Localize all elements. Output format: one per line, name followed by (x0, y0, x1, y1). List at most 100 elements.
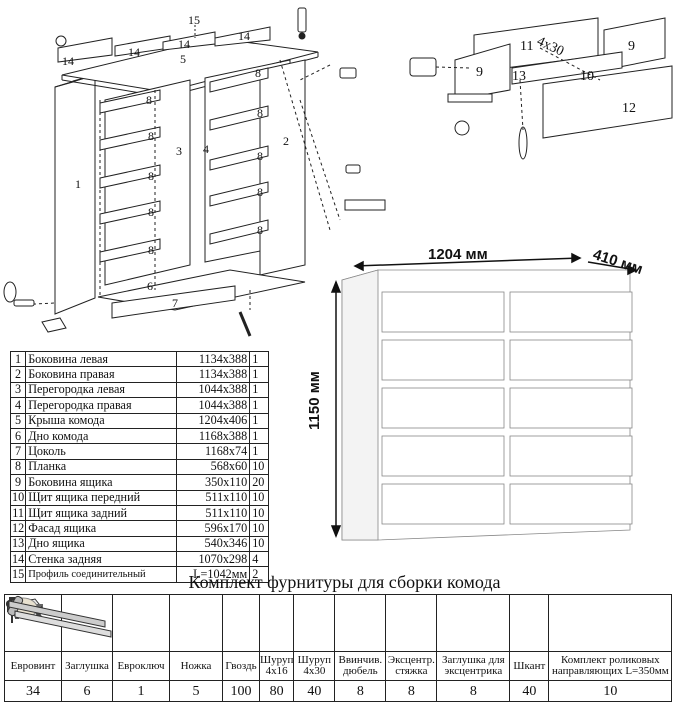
kit-item-qty: 40 (293, 680, 336, 702)
kit-title: Комплект фурнитуры для сборки комода (188, 572, 501, 592)
parts-cell-n: 6 (9, 427, 27, 445)
callout-3: 3 (176, 144, 182, 158)
dim-width: 1204 мм (428, 246, 488, 263)
parts-cell-name: Дно ящика (25, 535, 178, 553)
parts-cell-name: Щит ящика задний (25, 504, 178, 522)
kit-item-icon-cell (8, 594, 260, 652)
svg-text:8: 8 (257, 223, 263, 237)
svg-text:14: 14 (178, 37, 190, 51)
parts-cell-size: 596x170 (176, 520, 251, 537)
parts-cell-qty: 10 (249, 535, 270, 553)
kit-item-qty: 5 (169, 680, 223, 702)
parts-cell-n: 12 (9, 520, 27, 537)
svg-text:8: 8 (257, 185, 263, 199)
parts-cell-n: 13 (9, 535, 27, 553)
parts-cell-size: 1044x388 (176, 381, 251, 399)
kit-item-icon-cell (8, 594, 387, 652)
kit-item-label: Евроключ (112, 651, 170, 681)
parts-cell-name: Перегородка правая (25, 397, 178, 414)
kit-item-label: Заглушка (61, 651, 113, 681)
callout-5: 5 (180, 52, 186, 66)
parts-cell-n: 5 (9, 412, 27, 429)
svg-text:8: 8 (257, 149, 263, 163)
parts-cell-qty: 10 (249, 489, 270, 506)
parts-cell-size: 511x110 (176, 504, 251, 522)
kit-item-qty: 80 (258, 680, 295, 702)
parts-cell-qty: 2 (249, 566, 270, 583)
kit-item-icon-cell (8, 594, 673, 652)
parts-cell-n: 4 (9, 397, 27, 414)
parts-cell-qty: 20 (249, 474, 270, 491)
kit-item-qty: 8 (385, 680, 438, 702)
parts-cell-n: 15 (9, 566, 27, 583)
parts-cell-qty: 1 (249, 366, 270, 383)
drawer-front (509, 387, 633, 429)
parts-cell-size: 540x346 (176, 535, 251, 553)
kit-item-label: Шуруп 4x16 (258, 651, 295, 681)
parts-cell-qty: 10 (249, 520, 270, 537)
kit-item-qty: 6 (61, 680, 113, 702)
parts-cell-name: Цоколь (25, 443, 178, 460)
parts-cell-name: Боковина ящика (25, 474, 178, 491)
svg-text:8: 8 (148, 129, 154, 143)
kit-item-label: Заглушка для эксцентрика (436, 651, 511, 681)
parts-cell-size: 1070x298 (176, 551, 251, 568)
parts-cell-name: Перегородка левая (25, 381, 178, 399)
side-panel-left (54, 74, 96, 315)
parts-cell-n: 11 (9, 504, 27, 522)
kit-item-label: Эксцентр. стяжка (385, 651, 438, 681)
svg-text:8: 8 (148, 205, 154, 219)
svg-text:14: 14 (62, 54, 74, 68)
parts-cell-size: 511x110 (176, 489, 251, 506)
kit-item-icon-cell (8, 594, 170, 652)
parts-cell-qty: 1 (249, 443, 270, 460)
svg-text:15: 15 (188, 13, 200, 27)
kit-item-label: Ввинчив. дюбель (334, 651, 387, 681)
parts-cell-qty: 1 (249, 350, 270, 368)
parts-cell-n: 9 (9, 474, 27, 491)
callout-7: 7 (172, 296, 178, 310)
parts-cell-n: 3 (9, 381, 27, 399)
parts-cell-qty: 1 (249, 412, 270, 429)
drawer-front (381, 387, 505, 429)
svg-text:8: 8 (148, 169, 154, 183)
svg-text:8: 8 (257, 106, 263, 120)
kit-item-icon-cell (5, 594, 295, 652)
parts-cell-name: Фасад ящика (25, 520, 178, 537)
kit-item-qty: 10 (548, 680, 673, 702)
svg-text:8: 8 (148, 243, 154, 257)
parts-cell-size: 1044x388 (176, 397, 251, 414)
kit-item-icon-cell (5, 594, 336, 652)
callout-2: 2 (283, 134, 289, 148)
parts-cell-name: Крыша комода (25, 412, 178, 429)
parts-cell-n: 1 (9, 350, 27, 368)
parts-cell-qty: 4 (249, 551, 270, 568)
kit-item-label: Шуруп 4x30 (293, 651, 336, 681)
callout-6: 6 (147, 279, 153, 293)
kit-item-qty: 34 (4, 680, 62, 702)
kit-item-label: Гвоздь (222, 651, 260, 681)
parts-cell-qty: 10 (249, 458, 270, 476)
parts-cell-size: 1134x388 (176, 366, 251, 383)
parts-cell-qty: 1 (249, 427, 270, 445)
kit-item-qty: 1 (112, 680, 170, 702)
kit-item-icon-cell (7, 594, 223, 652)
dim-height: 1150 мм (306, 371, 323, 430)
parts-cell-size: 350x110 (176, 474, 251, 491)
kit-item-label: Комплект роликовых направляющих L=350мм (548, 651, 673, 681)
